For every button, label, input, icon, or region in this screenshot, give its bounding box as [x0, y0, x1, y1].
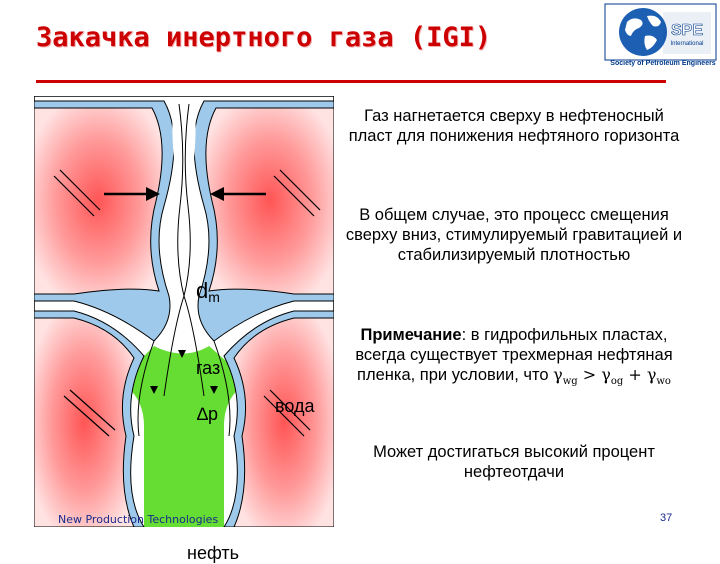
gas-channel [171, 101, 197, 346]
paragraph-recovery: Может достигаться высокий процент нефтео… [373, 443, 655, 481]
paragraph-note: Примечание: в гидрофильных пластах, всег… [344, 325, 684, 392]
delta-p-label: ∆p [197, 404, 219, 424]
dm-label-sub: m [208, 289, 220, 305]
paragraph-process: В общем случае, это процесс смещения све… [345, 206, 683, 264]
logo-abbr: SPE [671, 22, 703, 39]
paragraph-injection: Газ нагнетается сверху в нефтеносный пла… [348, 107, 680, 145]
gas-label: газ [196, 358, 221, 378]
grain-top-left [34, 107, 163, 295]
oil-label: нефть [187, 543, 239, 563]
slide-title: Закачка инертного газа (IGI) [36, 22, 492, 53]
page-number: 37 [660, 512, 673, 524]
logo-caption: Society of Petroleum Engineers [610, 60, 716, 67]
oil-region [119, 346, 249, 527]
logo-sub: International [670, 41, 703, 47]
footer-text: New Production Technologies [58, 513, 219, 526]
dm-label-main: d [196, 278, 209, 303]
grain-bottom-left [34, 317, 135, 527]
pore-diagram: dm газ ∆p вода нефть [34, 96, 334, 563]
grain-top-right [205, 107, 334, 295]
dm-arrows [104, 187, 266, 201]
grain-crack-marks [53, 169, 321, 437]
note-label: Примечание [360, 326, 462, 344]
dm-label: dm [196, 278, 220, 305]
spreading-condition: γwg > γog + γwo [553, 365, 671, 388]
grain-bottom-right [233, 317, 334, 527]
flow-lines [137, 103, 231, 437]
title-underline [36, 80, 666, 83]
water-label: вода [275, 396, 315, 416]
note-text: : в гидрофильных пластах, всегда существ… [355, 326, 673, 384]
flow-arrows [150, 350, 218, 394]
spe-logo: SPE International [604, 3, 717, 61]
